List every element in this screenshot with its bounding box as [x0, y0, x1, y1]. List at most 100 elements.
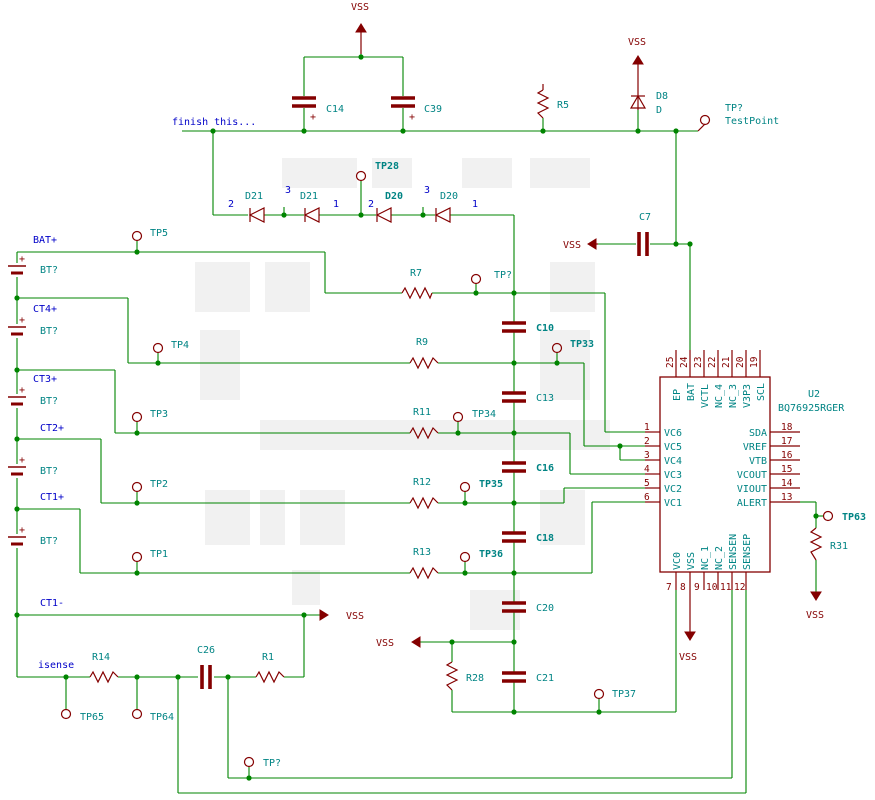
- svg-text:7: 7: [666, 582, 672, 593]
- svg-text:3: 3: [644, 450, 650, 461]
- battery-bt-4: + BT?: [8, 455, 58, 477]
- svg-text:TP63: TP63: [842, 512, 866, 523]
- resistor-r11: R11: [409, 407, 439, 440]
- testpoint-tp36: TP36: [459, 549, 503, 563]
- testpoint-tp3: TP3: [131, 409, 168, 423]
- svg-text:TP?: TP?: [725, 103, 743, 114]
- d20-pin-1: 1: [472, 199, 478, 210]
- svg-text:TP65: TP65: [80, 712, 104, 723]
- svg-text:R31: R31: [830, 541, 848, 552]
- svg-text:VSS: VSS: [806, 610, 824, 621]
- diode-d20-left: [375, 207, 392, 223]
- svg-text:TP1: TP1: [150, 549, 168, 560]
- resistor-r7: R7: [401, 268, 433, 300]
- svg-text:R5: R5: [557, 100, 569, 111]
- svg-text:4: 4: [644, 464, 650, 475]
- svg-text:VC4: VC4: [664, 456, 682, 467]
- battery-bt-1: + BT?: [8, 254, 58, 276]
- svg-text:23: 23: [693, 357, 704, 368]
- svg-text:16: 16: [781, 450, 793, 461]
- resistor-r31: R31: [809, 527, 848, 561]
- svg-text:1: 1: [644, 422, 650, 433]
- svg-text:R13: R13: [413, 547, 431, 558]
- svg-text:TP?: TP?: [494, 270, 512, 281]
- d20-pin-2: 2: [368, 199, 374, 210]
- vss-c20: VSS: [376, 636, 421, 649]
- svg-text:+: +: [19, 385, 25, 396]
- svg-text:VSS: VSS: [346, 611, 364, 622]
- svg-text:TP64: TP64: [150, 712, 174, 723]
- svg-text:10: 10: [706, 582, 718, 593]
- svg-text:+: +: [409, 112, 415, 123]
- svg-text:TP28: TP28: [375, 161, 399, 172]
- svg-text:BT?: BT?: [40, 396, 58, 407]
- testpoint-top: TP? TestPoint: [697, 103, 779, 132]
- svg-text:+: +: [19, 525, 25, 536]
- svg-text:TP36: TP36: [479, 549, 503, 560]
- u2-left-pins: 1 2 3 4 5 6 VC6 VC5 VC4 VC3 VC2 VC1: [644, 422, 682, 509]
- vss-r31: VSS: [806, 591, 824, 621]
- testpoint-tp2: TP2: [131, 479, 168, 493]
- battery-bt-5: + BT?: [8, 525, 58, 547]
- svg-text:VC5: VC5: [664, 442, 682, 453]
- svg-text:VSS: VSS: [679, 652, 697, 663]
- svg-text:R9: R9: [416, 337, 428, 348]
- svg-text:TP3: TP3: [150, 409, 168, 420]
- vss-top: VSS: [351, 2, 369, 54]
- svg-text:18: 18: [781, 422, 793, 433]
- svg-text:R11: R11: [413, 407, 431, 418]
- testpoint-tp64: TP64: [131, 708, 174, 723]
- resistor-r5: R5: [536, 84, 569, 119]
- svg-text:VSS: VSS: [563, 240, 581, 251]
- svg-text:C10: C10: [536, 323, 554, 334]
- d21-pin-2: 2: [228, 199, 234, 210]
- svg-text:VSS: VSS: [686, 552, 697, 570]
- svg-text:TP33: TP33: [570, 339, 594, 350]
- testpoint-tp63: TP63: [816, 510, 866, 523]
- capacitor-c16: C16: [502, 461, 554, 474]
- svg-text:TP?: TP?: [263, 758, 281, 769]
- testpoint-tp34: TP34: [452, 409, 496, 423]
- d20-right-label: D20: [440, 191, 458, 202]
- net-ct2: CT2+: [40, 423, 64, 434]
- d20-left-label: D20: [385, 191, 403, 202]
- net-isense: isense: [38, 660, 74, 671]
- svg-text:VC6: VC6: [664, 428, 682, 439]
- capacitor-c13: C13: [502, 391, 554, 404]
- svg-text:24: 24: [679, 356, 690, 368]
- svg-text:R28: R28: [466, 673, 484, 684]
- svg-text:BQ76925RGER: BQ76925RGER: [778, 403, 845, 414]
- capacitor-c10: C10: [502, 321, 554, 334]
- vss-c7: VSS: [563, 238, 598, 251]
- net-ct1: CT1+: [40, 492, 64, 503]
- svg-text:VC1: VC1: [664, 498, 682, 509]
- svg-text:TestPoint: TestPoint: [725, 116, 779, 127]
- svg-text:C21: C21: [536, 673, 554, 684]
- battery-bt-3: + BT?: [8, 385, 58, 407]
- svg-text:15: 15: [781, 464, 792, 475]
- svg-text:TP34: TP34: [472, 409, 496, 420]
- svg-text:U2: U2: [808, 389, 820, 400]
- svg-text:+: +: [310, 112, 316, 123]
- svg-text:6: 6: [644, 492, 650, 503]
- svg-text:VTB: VTB: [749, 456, 767, 467]
- svg-text:V3P3: V3P3: [742, 384, 753, 408]
- diode-d21-right: [303, 207, 320, 223]
- svg-text:22: 22: [707, 357, 718, 368]
- svg-text:13: 13: [781, 492, 792, 503]
- junctions: [14, 54, 819, 781]
- svg-text:NC_1: NC_1: [700, 546, 711, 570]
- svg-text:NC_4: NC_4: [714, 384, 725, 408]
- d21-left-label: D21: [245, 191, 263, 202]
- svg-text:C7: C7: [639, 212, 651, 223]
- resistor-r9: R9: [409, 337, 439, 370]
- svg-text:C26: C26: [197, 645, 215, 656]
- svg-text:25: 25: [665, 357, 676, 368]
- diode-d20-right: [434, 207, 451, 223]
- svg-text:SENSEN: SENSEN: [728, 534, 739, 570]
- capacitor-c18: C18: [502, 531, 554, 544]
- svg-text:C13: C13: [536, 393, 554, 404]
- capacitor-c39: + C39: [391, 96, 442, 123]
